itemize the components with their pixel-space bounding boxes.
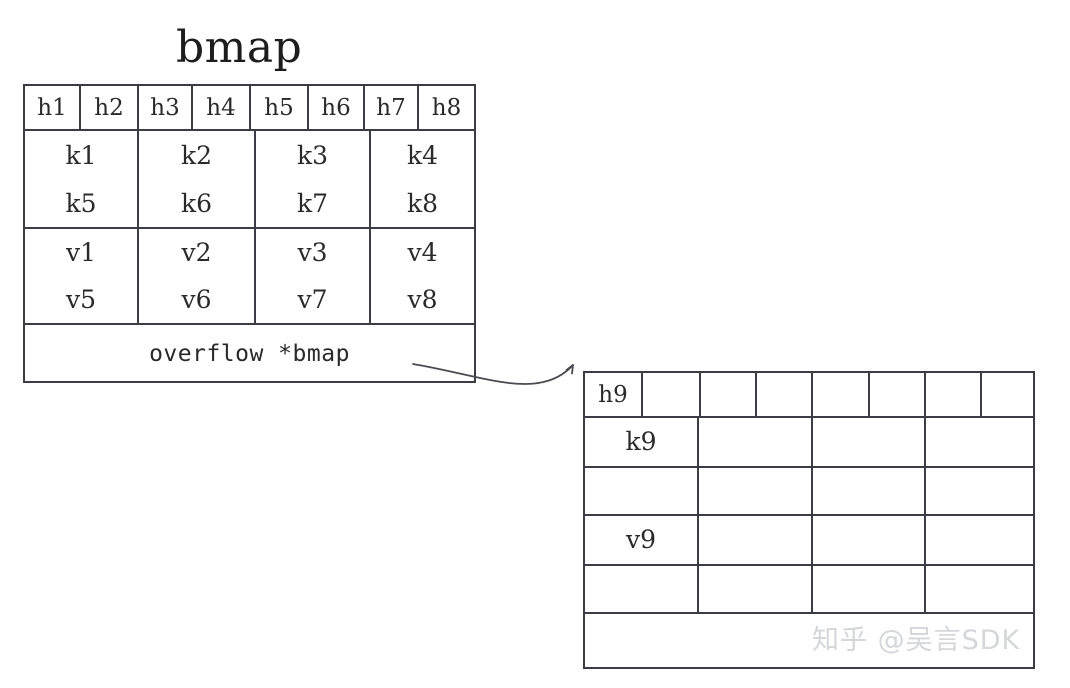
key-cell bbox=[699, 418, 813, 466]
key-cell bbox=[585, 468, 699, 514]
value-cell bbox=[813, 566, 926, 612]
value-row: v9 bbox=[585, 516, 1033, 566]
key-cell: k7 bbox=[256, 181, 371, 227]
key-cell: k3 bbox=[256, 131, 371, 181]
key-row: k9 bbox=[585, 418, 1033, 468]
value-cell bbox=[699, 516, 813, 564]
tophash-cell bbox=[982, 373, 1033, 416]
value-row: v1 v2 v3 v4 bbox=[25, 229, 474, 277]
key-cell bbox=[926, 468, 1033, 514]
value-row bbox=[585, 566, 1033, 614]
tophash-cell bbox=[926, 373, 982, 416]
key-row: k1 k2 k3 k4 bbox=[25, 131, 474, 181]
tophash-cell: h7 bbox=[365, 86, 419, 129]
key-cell bbox=[813, 418, 926, 466]
key-cell bbox=[813, 468, 926, 514]
tophash-cell bbox=[757, 373, 813, 416]
tophash-cell: h3 bbox=[139, 86, 193, 129]
tophash-cell: h5 bbox=[251, 86, 309, 129]
tophash-cell: h8 bbox=[431, 94, 462, 121]
page-title: bmap bbox=[176, 22, 303, 73]
overflow-pointer-row: overflow *bmap bbox=[25, 325, 474, 382]
tophash-row: h9 bbox=[585, 373, 1033, 418]
tophash-cell bbox=[870, 373, 926, 416]
value-cell: v7 bbox=[256, 277, 371, 323]
key-cell: k2 bbox=[139, 131, 256, 181]
tophash-cell bbox=[643, 373, 701, 416]
value-cell: v2 bbox=[139, 229, 256, 277]
value-cell: v9 bbox=[585, 516, 699, 564]
key-cell: k8 bbox=[406, 189, 439, 218]
primary-bmap-bucket: h1 h2 h3 h4 h5 h6 h7 h8 k1 k2 k3 k4 k5 k… bbox=[23, 84, 476, 383]
value-cell: v1 bbox=[25, 229, 139, 277]
value-cell bbox=[699, 566, 813, 612]
value-cell bbox=[926, 566, 1033, 612]
overflow-bmap-bucket: h9 k9 v9 bbox=[583, 371, 1035, 669]
overflow-pointer-label: overflow *bmap bbox=[149, 340, 350, 367]
value-cell: v4 bbox=[407, 238, 438, 267]
key-cell bbox=[926, 418, 1033, 466]
key-cell: k1 bbox=[25, 131, 139, 181]
tophash-row: h1 h2 h3 h4 h5 h6 h7 h8 bbox=[25, 86, 474, 131]
value-cell: v6 bbox=[139, 277, 256, 323]
key-row bbox=[585, 468, 1033, 516]
key-cell: k6 bbox=[139, 181, 256, 227]
tophash-cell bbox=[701, 373, 757, 416]
key-cell: k5 bbox=[25, 181, 139, 227]
tophash-cell: h9 bbox=[585, 373, 643, 416]
tophash-cell: h1 bbox=[25, 86, 81, 129]
key-cell bbox=[699, 468, 813, 514]
value-cell: v3 bbox=[256, 229, 371, 277]
tophash-cell: h6 bbox=[309, 86, 365, 129]
tophash-cell: h4 bbox=[193, 86, 251, 129]
tophash-cell bbox=[813, 373, 870, 416]
value-cell bbox=[813, 516, 926, 564]
watermark: 知乎 @吴言SDK bbox=[812, 625, 1021, 656]
value-cell bbox=[585, 566, 699, 612]
value-cell: v5 bbox=[25, 277, 139, 323]
key-cell: k9 bbox=[585, 418, 699, 466]
tophash-cell: h2 bbox=[81, 86, 139, 129]
value-cell: v8 bbox=[407, 285, 438, 314]
value-row: v5 v6 v7 v8 bbox=[25, 277, 474, 325]
key-row: k5 k6 k7 k8 bbox=[25, 181, 474, 229]
value-cell bbox=[926, 516, 1033, 564]
key-cell: k4 bbox=[406, 141, 439, 170]
